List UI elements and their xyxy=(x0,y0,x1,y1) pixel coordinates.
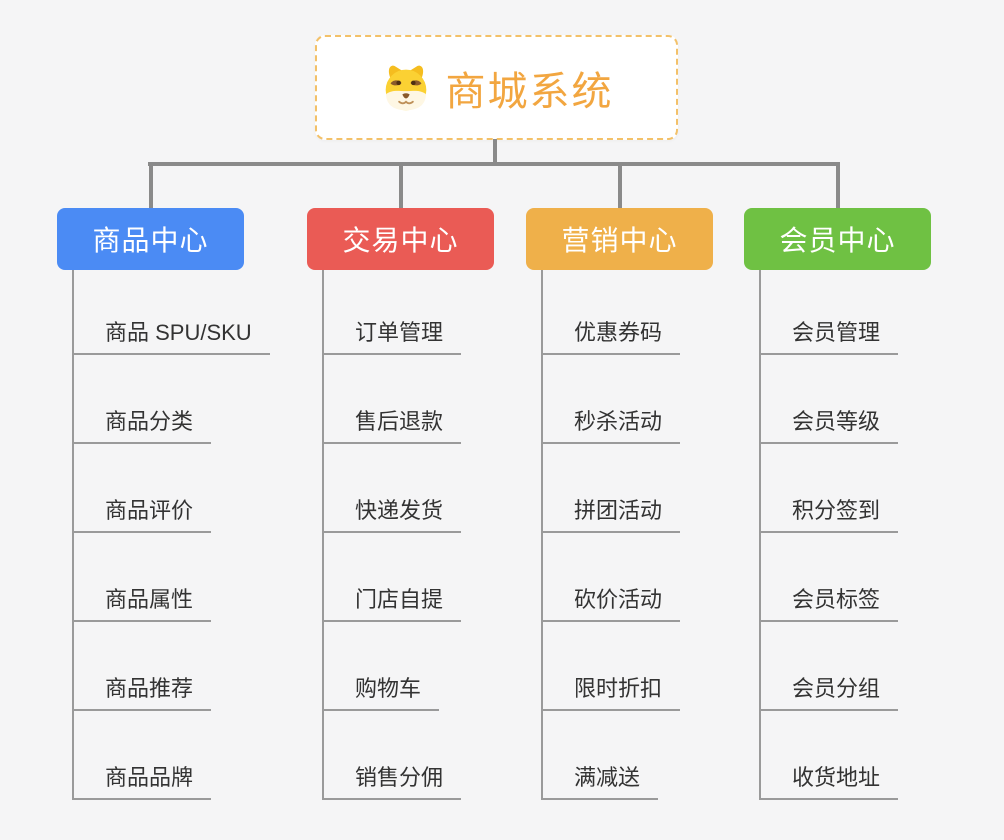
child-topic[interactable]: 满减送 xyxy=(541,765,659,800)
root-connector-stub xyxy=(493,139,497,164)
child-topic-label: 售后退款 xyxy=(355,409,444,434)
child-topic[interactable]: 销售分佣 xyxy=(322,765,462,800)
dog-face-icon xyxy=(385,65,426,111)
child-topic-label: 优惠券码 xyxy=(574,320,663,345)
branch-connector-drop xyxy=(148,162,153,209)
child-topic[interactable]: 限时折扣 xyxy=(541,676,681,711)
root-topic-label: 商城系统 xyxy=(445,69,614,114)
child-topic-label: 会员分组 xyxy=(792,676,881,701)
child-topic-label: 门店自提 xyxy=(355,587,444,612)
child-topic[interactable]: 砍价活动 xyxy=(541,587,681,622)
child-topic-label: 购物车 xyxy=(355,676,422,701)
child-topic[interactable]: 购物车 xyxy=(322,676,440,711)
child-topic-label: 秒杀活动 xyxy=(574,409,663,434)
child-topic[interactable]: 订单管理 xyxy=(322,320,462,355)
root-topic[interactable]: 商城系统 xyxy=(315,35,678,140)
child-topic[interactable]: 会员管理 xyxy=(759,320,899,355)
child-topic[interactable]: 会员分组 xyxy=(759,676,899,711)
branch-header[interactable]: 会员中心 xyxy=(744,208,931,270)
branch-children-line xyxy=(72,270,74,800)
child-topic[interactable]: 积分签到 xyxy=(759,498,899,533)
child-topic[interactable]: 会员等级 xyxy=(759,409,899,444)
child-topic[interactable]: 售后退款 xyxy=(322,409,462,444)
child-topic-label: 拼团活动 xyxy=(574,498,663,523)
child-topic-label: 商品评价 xyxy=(105,498,194,523)
branch-connector-drop xyxy=(835,162,840,209)
branch-label: 营销中心 xyxy=(561,225,678,256)
child-topic-label: 会员标签 xyxy=(792,587,881,612)
child-topic[interactable]: 拼团活动 xyxy=(541,498,681,533)
child-topic[interactable]: 商品评价 xyxy=(72,498,212,533)
child-topic-label: 商品推荐 xyxy=(105,676,194,701)
branch-connector-drop xyxy=(617,162,622,209)
branch-header[interactable]: 营销中心 xyxy=(526,208,713,270)
branch-header[interactable]: 商品中心 xyxy=(57,208,244,270)
branch-connector-drop xyxy=(398,162,403,209)
child-topic[interactable]: 商品 SPU/SKU xyxy=(72,320,270,355)
child-topic-label: 商品 SPU/SKU xyxy=(105,320,252,345)
branch-label: 会员中心 xyxy=(779,225,896,256)
branch-connector-rail xyxy=(148,162,839,166)
child-topic[interactable]: 收货地址 xyxy=(759,765,899,800)
child-topic[interactable]: 商品属性 xyxy=(72,587,212,622)
child-topic[interactable]: 商品分类 xyxy=(72,409,212,444)
child-topic-label: 会员等级 xyxy=(792,409,881,434)
child-topic-label: 满减送 xyxy=(574,765,641,790)
branch-header[interactable]: 交易中心 xyxy=(307,208,494,270)
child-topic-label: 快递发货 xyxy=(355,498,444,523)
child-topic-label: 销售分佣 xyxy=(355,765,444,790)
child-topic-label: 积分签到 xyxy=(792,498,881,523)
child-topic[interactable]: 商品品牌 xyxy=(72,765,212,800)
child-topic-label: 砍价活动 xyxy=(574,587,663,612)
child-topic-label: 限时折扣 xyxy=(574,676,663,701)
branch-children-line xyxy=(322,270,324,800)
child-topic[interactable]: 会员标签 xyxy=(759,587,899,622)
branch-label: 商品中心 xyxy=(92,225,209,256)
child-topic-label: 订单管理 xyxy=(355,320,444,345)
child-topic[interactable]: 优惠券码 xyxy=(541,320,681,355)
child-topic-label: 商品品牌 xyxy=(105,765,194,790)
child-topic[interactable]: 门店自提 xyxy=(322,587,462,622)
child-topic[interactable]: 商品推荐 xyxy=(72,676,212,711)
child-topic[interactable]: 快递发货 xyxy=(322,498,462,533)
child-topic[interactable]: 秒杀活动 xyxy=(541,409,681,444)
branch-children-line xyxy=(541,270,543,800)
child-topic-label: 会员管理 xyxy=(792,320,881,345)
branch-children-line xyxy=(759,270,761,800)
child-topic-label: 商品属性 xyxy=(105,587,194,612)
child-topic-label: 收货地址 xyxy=(792,765,881,790)
branch-label: 交易中心 xyxy=(342,225,459,256)
child-topic-label: 商品分类 xyxy=(105,409,194,434)
